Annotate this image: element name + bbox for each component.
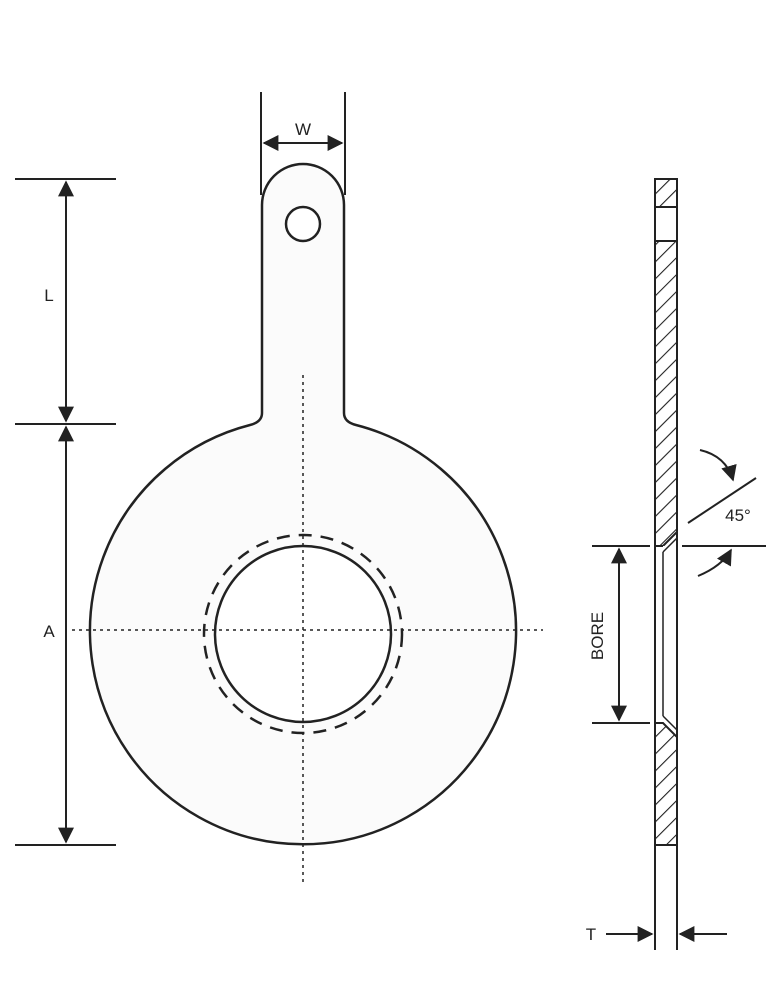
handle-hole — [284, 205, 322, 243]
diameter-dimension: A — [15, 425, 116, 846]
side-view — [654, 178, 678, 950]
thickness-label: T — [586, 925, 596, 944]
bore-label: BORE — [588, 612, 607, 660]
bevel-angle-annotation: 45° — [682, 449, 766, 577]
width-label: W — [295, 120, 311, 139]
diameter-label: A — [43, 622, 55, 641]
length-dimension: L — [15, 178, 116, 425]
side-top-segment — [654, 178, 678, 208]
bore-dimension: BORE — [588, 545, 650, 724]
thickness-dimension: T — [586, 925, 727, 944]
bevel-angle-label: 45° — [725, 506, 751, 525]
front-view — [72, 162, 543, 885]
side-upper-segment — [654, 240, 678, 547]
side-bore-gap — [663, 546, 677, 723]
side-lower-segment — [654, 722, 678, 846]
width-dimension: W — [260, 92, 346, 195]
length-label: L — [44, 286, 53, 305]
plate-outline — [88, 162, 518, 846]
